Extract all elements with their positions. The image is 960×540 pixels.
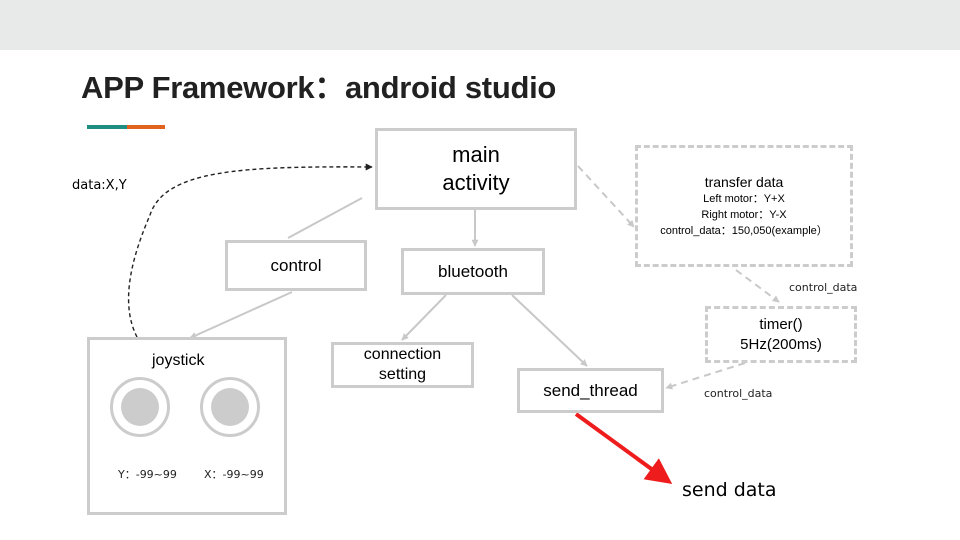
connection-setting-node: connection setting xyxy=(331,342,474,388)
connection-setting-line1: connection xyxy=(363,346,442,363)
arrow-control-to-joystick xyxy=(189,291,293,339)
joystick-x-range: X：-99~99 xyxy=(204,468,264,481)
right-joystick-ring xyxy=(200,377,260,437)
arrow-bluetooth-to-send-thread xyxy=(511,294,588,367)
joystick-y-range: Y：-99~99 xyxy=(118,468,177,481)
arrow-bluetooth-to-connection xyxy=(401,294,447,341)
left-joystick-ring xyxy=(110,377,170,437)
arrow-main-to-control xyxy=(287,197,363,239)
main-activity-line1: main xyxy=(452,142,500,167)
timer-line1: timer() xyxy=(759,315,803,333)
send-thread-node: send_thread xyxy=(517,368,664,413)
slide-title: APP Framework：android studio xyxy=(81,70,557,105)
main-activity-node: main activity xyxy=(375,128,577,210)
transfer-data-node: transfer data Left motor：Y+X Right motor… xyxy=(635,145,853,267)
arrow-timer-to-send-thread xyxy=(665,362,746,390)
arrow-joystick-to-main xyxy=(127,163,373,338)
timer-node: timer() 5Hz(200ms) xyxy=(705,306,857,363)
send-thread-label: send_thread xyxy=(543,380,638,400)
control-label: control xyxy=(270,255,322,275)
main-activity-line2: activity xyxy=(442,170,510,195)
send-data-arrow xyxy=(574,412,673,485)
control-data-label-upper: control_data xyxy=(789,281,858,294)
send-data-label: send data xyxy=(682,479,777,501)
data-xy-label: data:X,Y xyxy=(72,178,127,193)
joystick-node: joystick xyxy=(87,337,287,515)
arrow-main-to-transfer xyxy=(577,165,635,228)
right-motor-formula: Right motor：Y-X xyxy=(701,209,787,221)
bluetooth-label: bluetooth xyxy=(438,261,508,281)
left-joystick-knob xyxy=(121,388,159,426)
connection-setting-line2: setting xyxy=(378,366,427,383)
timer-line2: 5Hz(200ms) xyxy=(740,335,822,353)
control-node: control xyxy=(225,240,367,291)
title-accent-teal xyxy=(87,125,127,129)
top-bar xyxy=(0,0,960,50)
title-accent-orange xyxy=(127,125,165,129)
control-data-label-lower: control_data xyxy=(704,387,773,400)
control-data-example: control_data：150,050(example） xyxy=(660,225,828,237)
joystick-label: joystick xyxy=(152,352,205,369)
arrow-transfer-to-timer xyxy=(735,269,780,303)
transfer-data-heading: transfer data xyxy=(704,174,784,190)
right-joystick-knob xyxy=(211,388,249,426)
bluetooth-node: bluetooth xyxy=(401,248,545,295)
left-motor-formula: Left motor：Y+X xyxy=(703,193,785,205)
